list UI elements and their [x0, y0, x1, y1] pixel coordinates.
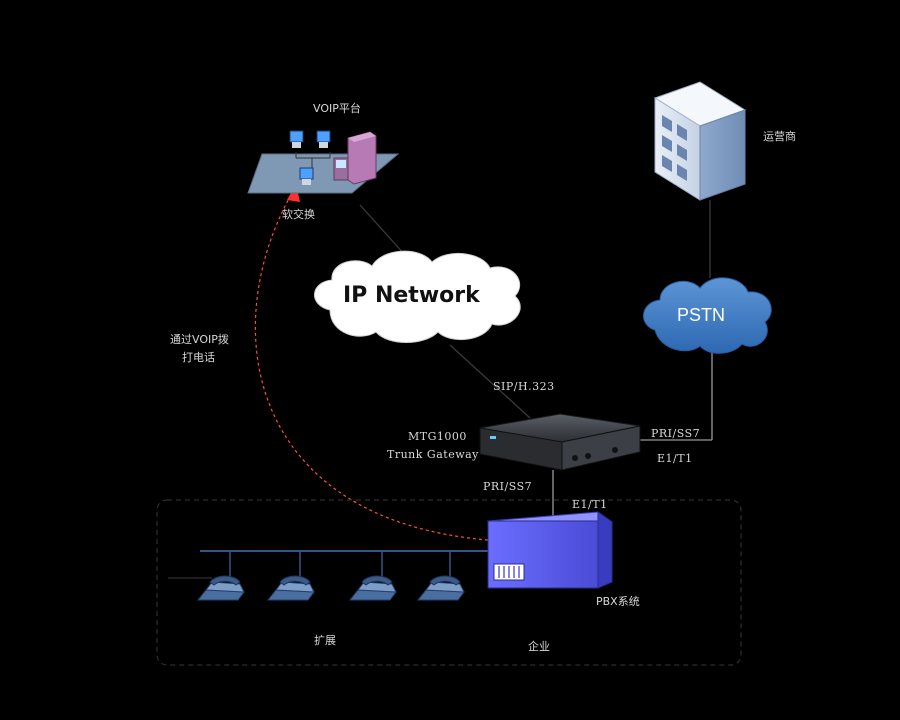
enterprise-boundary [156, 499, 742, 666]
pstn-cloud [643, 277, 772, 354]
voip-call-dashed-arrow [254, 192, 489, 541]
pbx-system-icon [486, 511, 614, 589]
voip-platform-icon [247, 130, 400, 194]
voip-platform-label: VOIP平台 [313, 101, 361, 115]
softswitch-label: 软交换 [282, 207, 315, 221]
pbx-system-label: PBX系统 [596, 595, 640, 608]
phone-icon [416, 551, 465, 601]
carrier-label: 运营商 [763, 129, 796, 143]
extension-label: 扩展 [314, 633, 336, 647]
line-softswitch-ipnetwork [359, 204, 406, 256]
pc-icon [299, 167, 314, 185]
phone-icon [196, 551, 245, 601]
pri-ss7-right-label: PRI/SS7 [651, 427, 700, 440]
carrier-building-icon [653, 81, 747, 201]
line-ipnetwork-gateway [449, 344, 531, 419]
trunk-gateway-device-icon [479, 413, 641, 471]
ip-network-cloud [314, 250, 521, 343]
ip-network-label: IP Network [343, 283, 481, 308]
pri-ss7-bottom-label: PRI/SS7 [483, 480, 532, 493]
gateway-model-label: MTG1000 [408, 430, 467, 443]
pstn-label: PSTN [677, 305, 725, 325]
phone-icon [266, 551, 315, 601]
pc-icon [289, 130, 304, 148]
server-icon [333, 131, 377, 185]
phone-icon [348, 551, 397, 601]
sip-h323-label: SIP/H.323 [493, 380, 555, 393]
e1-t1-right-label: E1/T1 [657, 452, 693, 465]
e1-t1-bottom-label: E1/T1 [572, 498, 608, 511]
voip-call-label-line2: 打电话 [182, 350, 215, 364]
pc-icon [316, 130, 331, 148]
gateway-name-label: Trunk Gateway [387, 448, 479, 461]
voip-call-label-line1: 通过VOIP拨 [170, 332, 229, 346]
connection-lines [200, 200, 713, 552]
enterprise-label: 企业 [528, 639, 550, 653]
